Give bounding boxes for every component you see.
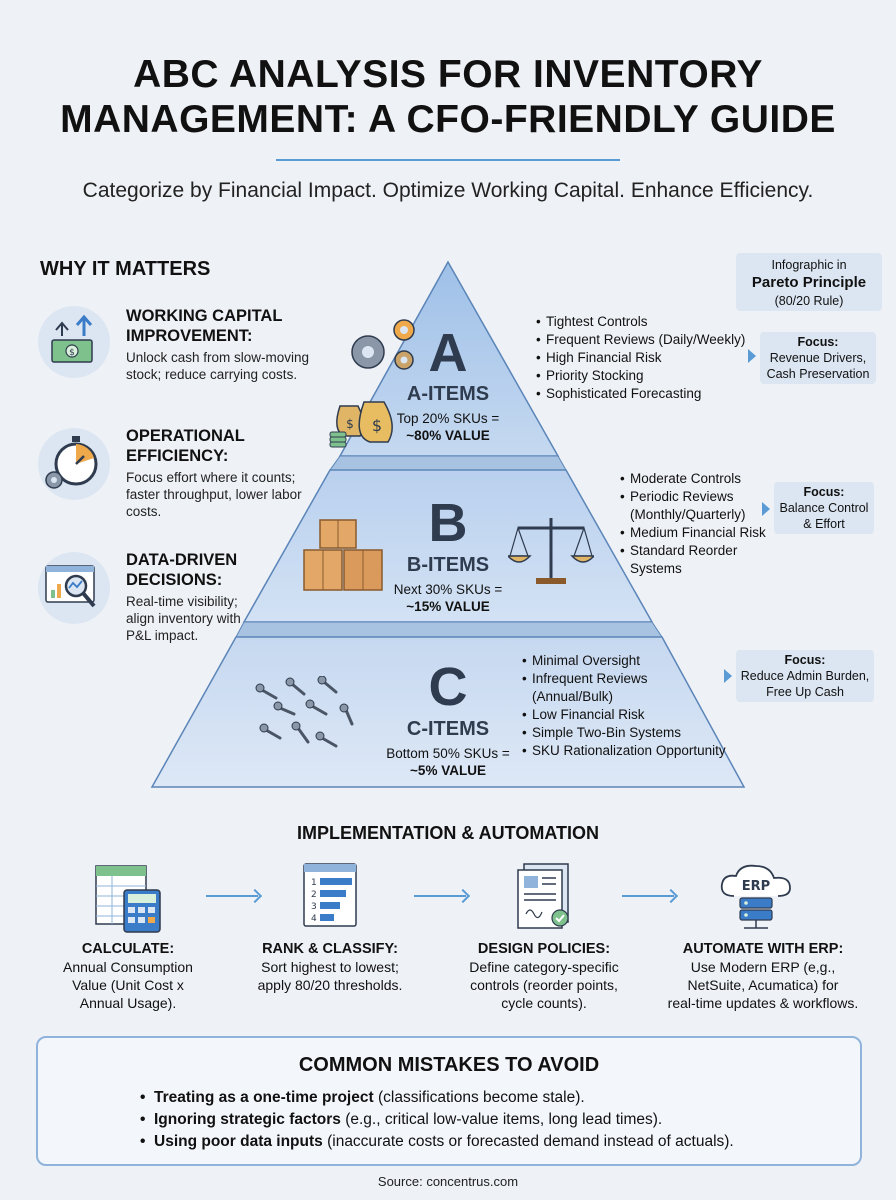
page-title: ABC ANALYSIS FOR INVENTORY MANAGEMENT: A… <box>60 53 836 141</box>
implementation-heading: IMPLEMENTATION & AUTOMATION <box>297 823 599 843</box>
list-item: Periodic Reviews <box>620 488 780 506</box>
svg-text:2: 2 <box>311 890 317 900</box>
why-item-text: Focus effort where it counts; faster thr… <box>126 470 302 519</box>
screws-bolts-icon <box>255 676 354 748</box>
tier-c-bullets: Minimal Oversight Infrequent Reviews (An… <box>522 652 732 760</box>
tier-a-name: A-ITEMS <box>406 383 490 405</box>
tier-c-name: C-ITEMS <box>406 718 490 740</box>
svg-text:$: $ <box>346 417 354 431</box>
pareto-principle-box: Infographic in Pareto Principle (80/20 R… <box>736 253 882 311</box>
gears-icon <box>351 319 415 370</box>
common-mistakes-panel: COMMON MISTAKES TO AVOID Treating as a o… <box>36 1036 862 1166</box>
spreadsheet-calculator-icon <box>95 865 161 933</box>
tier-c-description: Bottom 50% SKUs = ~5% VALUE <box>386 746 510 778</box>
tier-a-focus: Focus: Revenue Drivers, Cash Preservatio… <box>760 332 876 384</box>
list-item: Moderate Controls <box>620 470 780 488</box>
list-item: Infrequent Reviews <box>522 670 732 688</box>
tier-b-description: Next 30% SKUs = ~15% VALUE <box>393 582 503 614</box>
focus-arrow-icon <box>724 669 732 683</box>
why-item-title: OPERATIONAL EFFICIENCY: <box>126 427 245 465</box>
mistake-item: Using poor data inputs (inaccurate costs… <box>140 1132 734 1152</box>
mistake-item: Treating as a one-time project (classifi… <box>140 1088 585 1108</box>
list-item: Medium Financial Risk <box>620 524 780 542</box>
money-bags-icon: $ $ <box>329 401 393 448</box>
stopwatch-gear-icon <box>38 428 110 500</box>
list-item: (Annual/Bulk) <box>532 689 614 704</box>
tier-c-letter: C <box>428 657 468 717</box>
list-item: Frequent Reviews (Daily/Weekly) <box>536 331 746 349</box>
list-item: Tightest Controls <box>536 313 746 331</box>
why-heading: WHY IT MATTERS <box>40 258 211 280</box>
cash-growth-icon: $ <box>38 306 110 378</box>
balance-scale-icon <box>508 518 594 584</box>
ranked-list-icon: 1 2 3 4 <box>303 863 357 927</box>
svg-text:$: $ <box>372 416 382 435</box>
step-automate-erp: AUTOMATE WITH ERP: Use Modern ERP (e,g.,… <box>667 941 859 1011</box>
why-item-title: WORKING CAPITAL IMPROVEMENT: <box>126 307 283 345</box>
list-item: Priority Stocking <box>536 367 746 385</box>
list-item: Sophisticated Forecasting <box>536 385 746 403</box>
tier-b-focus: Focus: Balance Control & Effort <box>774 482 874 534</box>
why-item-data-driven: DATA-DRIVEN DECISIONS: Real-time visibil… <box>38 550 298 646</box>
title-divider <box>276 159 620 161</box>
tier-b-bullets: Moderate Controls Periodic Reviews (Mont… <box>620 470 780 578</box>
svg-text:4: 4 <box>311 914 317 924</box>
focus-arrow-icon <box>762 502 770 516</box>
list-item: (Monthly/Quarterly) <box>630 507 746 522</box>
tier-b-name: B-ITEMS <box>406 554 490 576</box>
list-item: Standard Reorder Systems <box>620 542 780 578</box>
why-item-text: Unlock cash from slow-moving stock; redu… <box>126 350 310 382</box>
mistakes-heading: COMMON MISTAKES TO AVOID <box>298 1054 600 1076</box>
svg-text:1: 1 <box>311 878 317 888</box>
focus-arrow-icon <box>748 349 756 363</box>
tier-a-bullets: Tightest Controls Frequent Reviews (Dail… <box>536 313 746 403</box>
svg-text:$: $ <box>69 348 75 358</box>
step-arrow-icon <box>622 895 674 897</box>
list-item: Simple Two-Bin Systems <box>522 724 732 742</box>
step-calculate: CALCULATE: Annual Consumption Value (Uni… <box>63 941 193 1011</box>
tier-b-letter: B <box>428 493 468 553</box>
tier-a-letter: A <box>428 323 468 383</box>
why-item-title: DATA-DRIVEN DECISIONS: <box>126 551 238 589</box>
step-arrow-icon <box>206 895 258 897</box>
policy-document-icon <box>517 863 569 929</box>
svg-text:3: 3 <box>311 902 317 912</box>
step-design-policies: DESIGN POLICIES: Define category-specifi… <box>469 941 619 1011</box>
mistake-item: Ignoring strategic factors (e.g., critic… <box>140 1110 662 1130</box>
tier-c-focus: Focus: Reduce Admin Burden, Free Up Cash <box>736 650 874 702</box>
tier-a-description: Top 20% SKUs = ~80% VALUE <box>396 411 500 443</box>
list-item: SKU Rationalization Opportunity <box>522 742 732 760</box>
step-arrow-icon <box>414 895 466 897</box>
list-item: Low Financial Risk <box>522 706 732 724</box>
boxes-icon <box>303 519 383 591</box>
step-rank-classify: RANK & CLASSIFY: Sort highest to lowest;… <box>257 941 403 993</box>
source-credit: Source: concentrus.com <box>377 1174 519 1189</box>
erp-cloud-server-icon: ERP <box>720 864 791 929</box>
why-item-text: Real-time visibility; align inventory wi… <box>126 594 241 643</box>
svg-text:ERP: ERP <box>742 879 770 894</box>
list-item: High Financial Risk <box>536 349 746 367</box>
subtitle: Categorize by Financial Impact. Optimize… <box>82 179 814 202</box>
why-item-working-capital: $ WORKING CAPITAL IMPROVEMENT: Unlock ca… <box>38 306 309 386</box>
why-item-operational: OPERATIONAL EFFICIENCY: Focus effort whe… <box>38 426 302 526</box>
list-item: Minimal Oversight <box>522 652 732 670</box>
analytics-magnifier-icon <box>38 552 110 624</box>
